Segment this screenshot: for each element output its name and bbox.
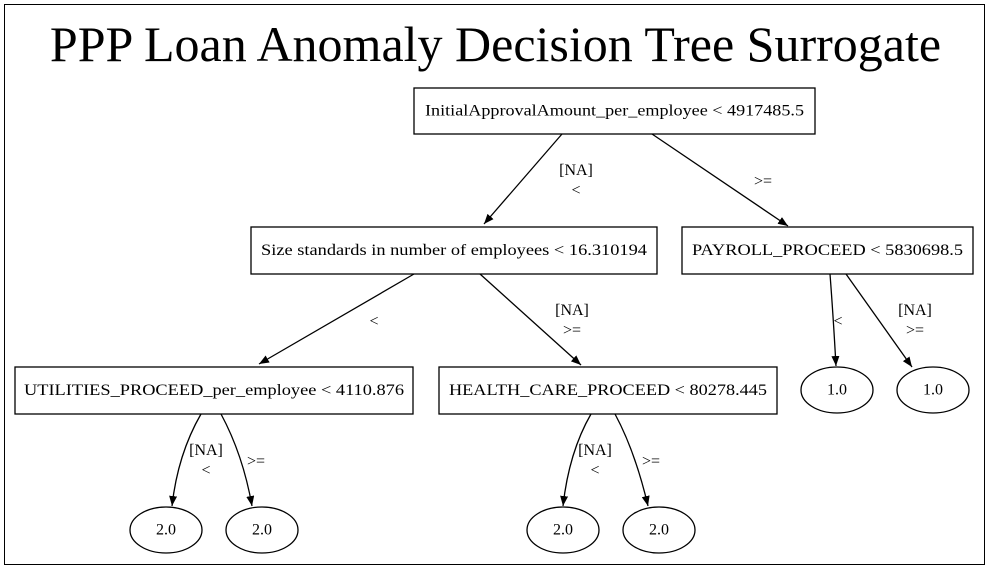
edge-payroll-leaf5 [829,273,840,367]
edge-utilities-leaf2 [220,413,255,507]
edge-health-leaf3 [560,413,592,507]
leaf-2-label: 2.0 [252,522,272,539]
edge-health-leaf4 [614,413,650,507]
edge-root-size [483,133,563,225]
node-utilities-label: UTILITIES_PROCEED_per_employee < 4110.87… [24,382,404,399]
node-health-box [438,366,778,415]
edge-label-payroll-leaf6-na: [NA] [898,302,932,319]
edge-label-payroll-leaf6-op: >= [906,322,924,339]
leaf-5-shape [800,366,874,414]
edge-size-utilities [258,273,415,365]
leaf-3-label: 2.0 [553,522,573,539]
edge-label-size-health-na: [NA] [555,302,589,319]
edge-label-health-leaf3-op: < [590,462,599,479]
leaf-1-label: 2.0 [156,522,176,539]
edge-utilities-leaf1 [169,413,202,507]
leaf-6-shape [896,366,970,414]
edge-label-root-size-op: < [571,182,580,199]
edge-label-health-leaf3-na: [NA] [578,442,612,459]
node-health-label: HEALTH_CARE_PROCEED < 80278.445 [449,382,767,399]
node-size-box [250,226,658,275]
leaf-3-shape [526,506,600,554]
node-payroll-label: PAYROLL_PROCEED < 5830698.5 [692,242,963,259]
edge-label-utilities-leaf1-op: < [201,462,210,479]
edge-root-payroll [651,133,789,227]
diagram-title: PPP Loan Anomaly Decision Tree Surrogate [49,16,942,72]
node-utilities-box [14,366,414,415]
edge-label-payroll-leaf5-op: < [833,313,842,330]
edge-label-health-leaf4-op: >= [642,453,660,470]
leaf-4-shape [622,506,696,554]
node-root-box [413,87,816,135]
leaf-4-label: 2.0 [649,522,669,539]
node-root-label: InitialApprovalAmount_per_employee < 491… [425,103,804,120]
leaf-5-label: 1.0 [827,382,847,399]
node-size-label: Size standards in number of employees < … [261,242,647,259]
edge-label-size-health-op: >= [563,322,581,339]
edge-label-utilities-leaf2-op: >= [247,453,265,470]
node-payroll-box [681,226,974,275]
edge-payroll-leaf6 [845,273,913,368]
edge-label-size-utilities-op: < [369,313,378,330]
leaf-1-shape [129,506,203,554]
edge-label-root-payroll-op: >= [754,173,772,190]
leaf-2-shape [225,506,299,554]
edge-label-root-size-na: [NA] [559,162,593,179]
edge-size-health [479,273,582,366]
edge-label-utilities-leaf1-na: [NA] [189,442,223,459]
leaf-6-label: 1.0 [923,382,943,399]
